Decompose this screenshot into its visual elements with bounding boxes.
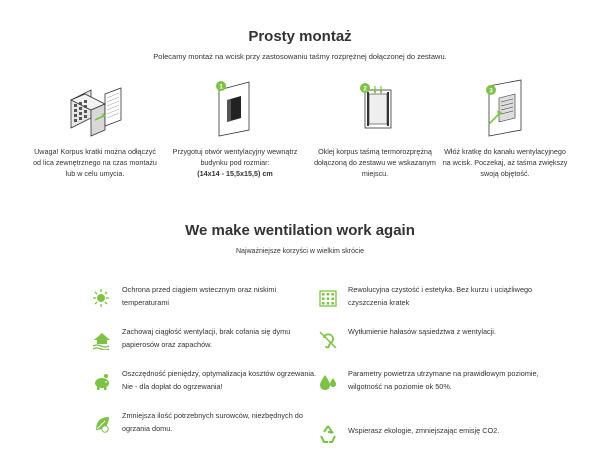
benefit-text: Parametry powietrza utrzymane na prawidł… xyxy=(348,369,539,391)
mounting-step-2: 2 Oklej korpus taśmą termorozprężną dołą… xyxy=(310,78,440,179)
step-text: Uwaga! Korpus kratki można odłączyć od l… xyxy=(33,147,157,178)
benefit-item: Oszczędność pieniędzy, optymalizacja kos… xyxy=(92,368,316,398)
benefit-item: Ochrona przed ciągiem wstecznym oraz nis… xyxy=(92,284,312,314)
insert-grille-illustration: 3 xyxy=(486,79,522,137)
step-badge: 1 xyxy=(219,84,223,91)
house-wind-icon xyxy=(92,333,110,350)
benefit-item: Parametry powietrza utrzymane na prawidł… xyxy=(318,368,539,398)
section-title-mounting: Prosty montaż xyxy=(248,28,352,45)
section-subtitle-mounting: Polecamy montaż na wcisk przy zastosowan… xyxy=(153,52,447,61)
benefit-item: Rewolucyjna czystość i estetyka. Bez kur… xyxy=(318,284,538,314)
benefit-item: Zmniejsza ilość potrzebnych surowców, ni… xyxy=(92,410,312,440)
benefit-text: Rewolucyjna czystość i estetyka. Bez kur… xyxy=(348,285,533,307)
benefit-text: Wspierasz ekologie, zmniejszając emisję … xyxy=(348,426,500,435)
grid-vent-icon xyxy=(319,290,337,307)
ear-mute-icon xyxy=(319,331,337,349)
mounting-step-3: 3 Włóż kratkę do kanału wentylacyjnego n… xyxy=(440,78,570,179)
mounting-steps: Uwaga! Korpus kratki można odłączyć od l… xyxy=(30,78,570,208)
mounting-step-1: 1 Przygotuj otwór wentylacyjny wewnątrz … xyxy=(170,78,300,179)
thermometer-sun-icon xyxy=(93,289,109,307)
tape-application-illustration: 2 xyxy=(360,83,392,129)
recycle-icon xyxy=(320,425,336,443)
piggy-bank-icon xyxy=(95,374,109,390)
benefit-text: Zachowaj ciągłość wentylacji, brak cofan… xyxy=(122,327,291,349)
benefit-text: Oszczędność pieniędzy, optymalizacja kos… xyxy=(122,369,317,391)
humidity-drops-icon xyxy=(320,375,336,390)
benefit-item: Wytłumienie hałasów sąsiedztwa z wentyla… xyxy=(318,326,538,356)
benefit-text: Ochrona przed ciągiem wstecznym oraz nis… xyxy=(122,285,277,307)
wall-opening-illustration: 1 xyxy=(216,81,250,137)
mounting-step-note: Uwaga! Korpus kratki można odłączyć od l… xyxy=(30,78,160,179)
step-text: Włóż kratkę do kanału wentylacyjnego na … xyxy=(442,147,568,178)
step-badge: 2 xyxy=(363,86,367,93)
step-badge: 3 xyxy=(489,88,493,95)
section-title-benefits: We make wentilation work again xyxy=(185,222,415,239)
eco-leaf-icon xyxy=(96,417,109,433)
benefit-item: Zachowaj ciągłość wentylacji, brak cofan… xyxy=(92,326,312,356)
step-text: Przygotuj otwór wentylacyjny wewnątrz bu… xyxy=(172,147,298,178)
grille-detach-illustration xyxy=(70,87,122,137)
benefit-item: Wspierasz ekologie, zmniejszając emisję … xyxy=(318,420,538,450)
benefit-text: Wytłumienie hałasów sąsiedztwa z wentyla… xyxy=(348,327,496,336)
step-text: Oklej korpus taśmą termorozprężną dołącz… xyxy=(314,147,436,178)
benefit-text: Zmniejsza ilość potrzebnych surowców, ni… xyxy=(122,411,303,433)
section-subtitle-benefits: Najważniejsze korzyści w wielkim skrócie xyxy=(236,248,364,255)
